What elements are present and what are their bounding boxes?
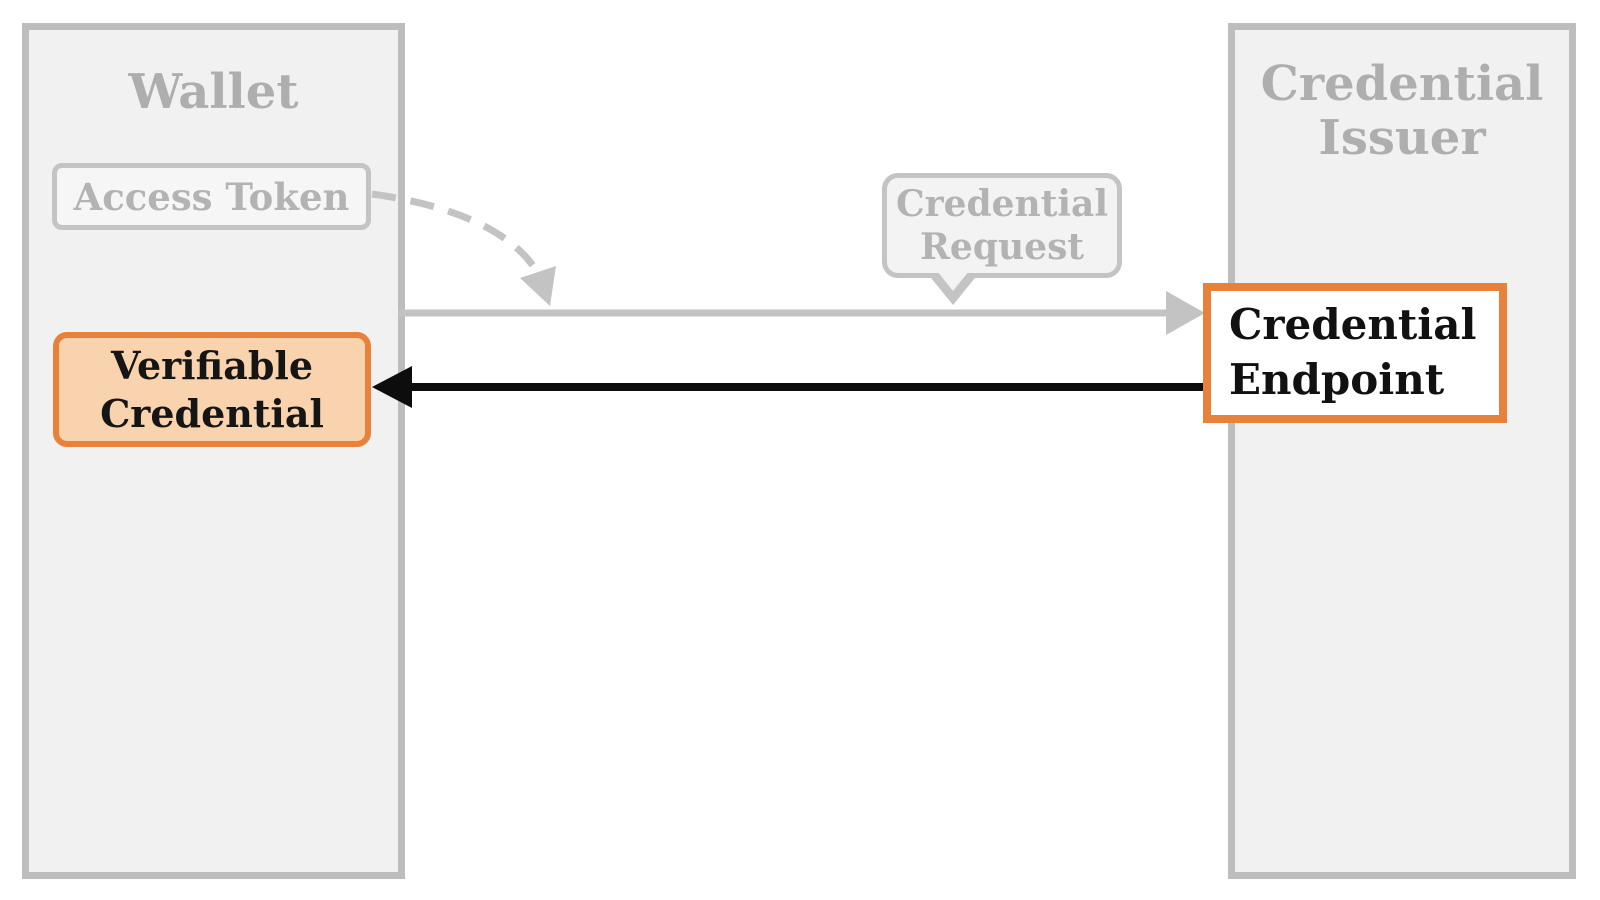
verifiable-credential-label: Verifiable Credential	[100, 342, 324, 436]
credential-issuer-title: Credential Issuer	[1260, 56, 1544, 166]
credential-request-bubble: Credential Request	[882, 173, 1122, 305]
verifiable-credential-box: Verifiable Credential	[53, 332, 371, 447]
wallet-title: Wallet	[128, 64, 299, 120]
bubble-tail-fill-icon	[933, 266, 973, 291]
credential-response-arrow	[372, 366, 1205, 408]
credential-request-arrowhead-icon	[1166, 291, 1205, 335]
credential-request-label: Credential Request	[895, 183, 1109, 268]
access-token-box: Access Token	[52, 163, 371, 230]
access-token-label: Access Token	[73, 174, 350, 219]
access-token-arrowhead-icon	[520, 266, 556, 306]
credential-endpoint-box: Credential Endpoint	[1203, 283, 1507, 423]
credential-request-arrow	[399, 291, 1205, 335]
credential-endpoint-label: Credential Endpoint	[1229, 300, 1477, 404]
credential-issuer-panel: Credential Issuer	[1228, 23, 1576, 879]
wallet-panel: Wallet	[22, 23, 405, 879]
